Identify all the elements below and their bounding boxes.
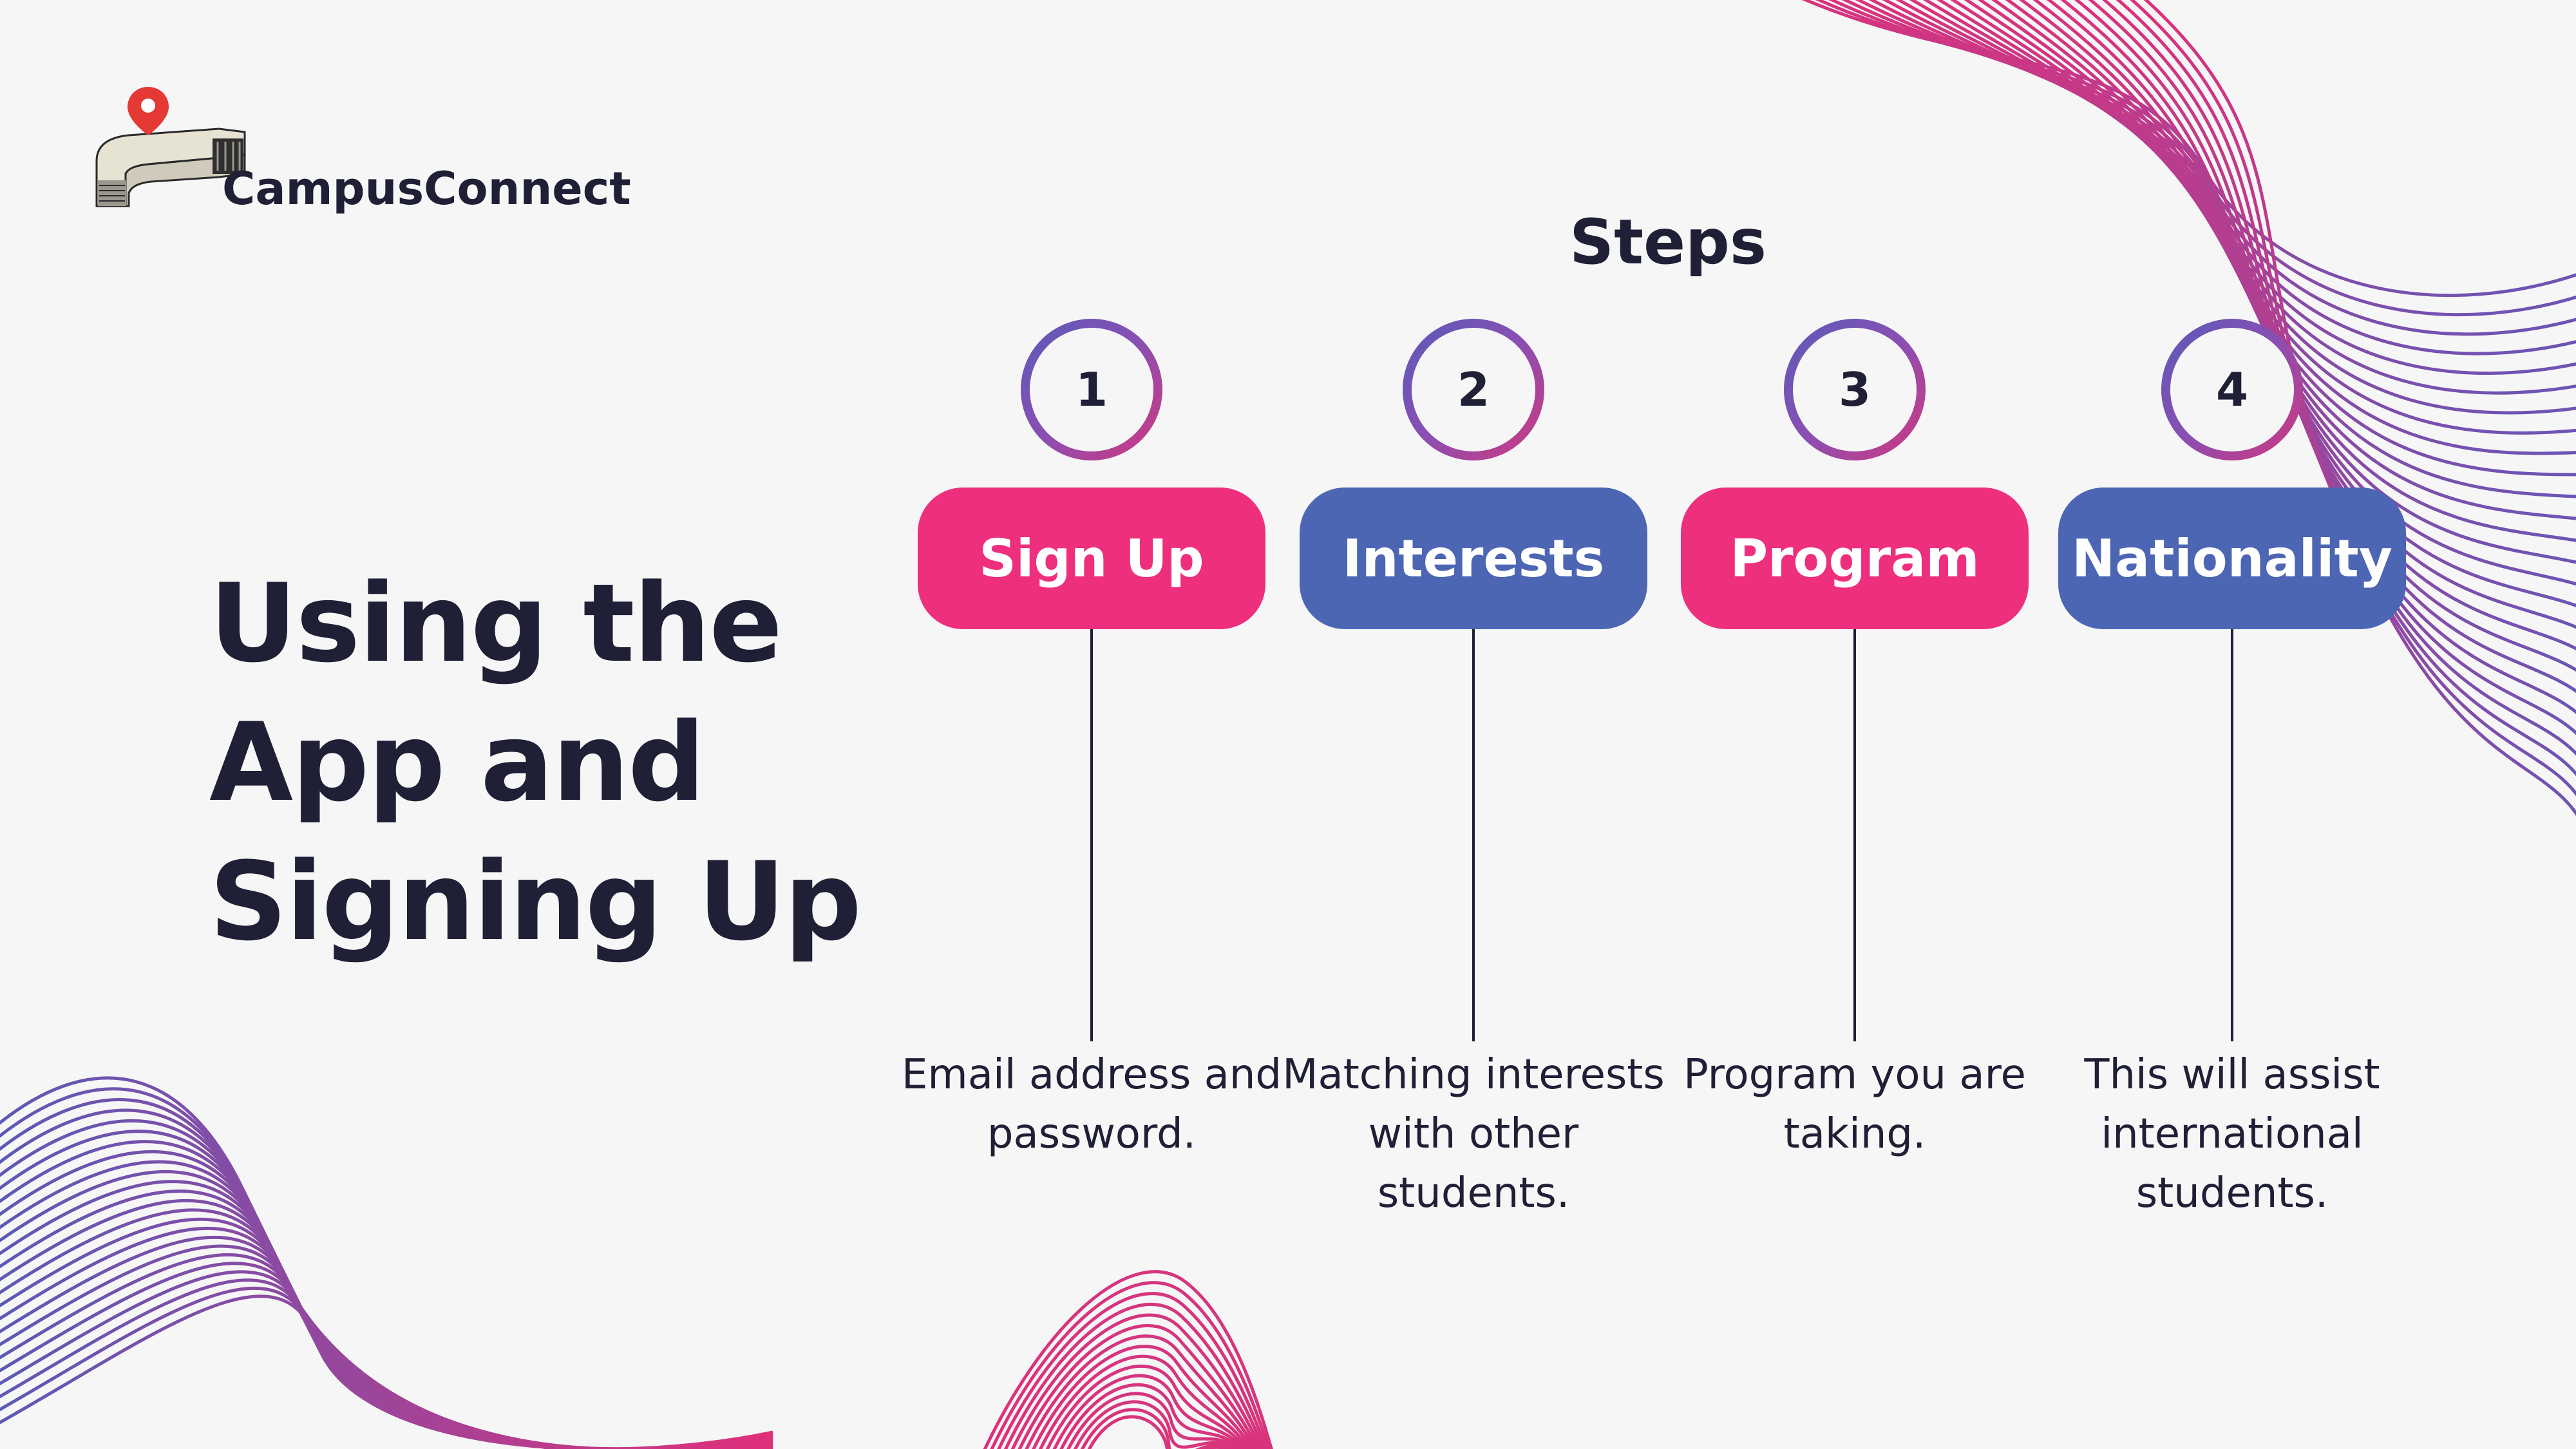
bottom-left-wave-lines <box>0 1076 773 1449</box>
wave-line <box>0 1287 773 1449</box>
step-number: 1 <box>1030 328 1153 451</box>
step-program: 3 Program Program you are taking. <box>1681 319 2029 1233</box>
brand-logo: CampusConnect <box>90 84 631 225</box>
wave-line <box>0 1226 773 1449</box>
campus-building-pin-icon <box>95 87 246 207</box>
step-connector-line <box>1090 629 1093 1041</box>
wave-line <box>0 1270 773 1449</box>
step-sign-up: 1 Sign Up Email address and password. <box>902 319 1282 1233</box>
wave-line <box>1032 1345 1255 1449</box>
step-description: This will assist international students. <box>2084 1051 2380 1217</box>
brand-name: CampusConnect <box>222 162 631 215</box>
wave-line <box>1066 1392 1240 1449</box>
wave-line <box>1039 1354 1251 1449</box>
steps-heading: Steps <box>1569 206 1766 278</box>
step-number: 2 <box>1412 328 1535 451</box>
step-description: Email address and password. <box>901 1051 1282 1158</box>
step-number: 3 <box>1793 328 1917 451</box>
step-label-pill: Sign Up <box>918 488 1265 629</box>
wave-line <box>990 1281 1271 1449</box>
step-number-circle: 2 <box>1403 319 1544 460</box>
wave-line <box>1010 1313 1263 1449</box>
wave-line <box>1080 1408 1233 1449</box>
wave-line <box>1087 1415 1230 1449</box>
wave-line <box>997 1292 1268 1449</box>
page-title: Using the App and Signing Up <box>209 554 918 971</box>
step-number-circle: 4 <box>2161 319 2303 460</box>
step-connector-line <box>1472 629 1475 1041</box>
wave-line <box>1052 1374 1245 1449</box>
wave-line <box>0 1294 773 1449</box>
step-interests: 2 Interests Matching interests with othe… <box>1282 319 1665 1233</box>
wave-line <box>1045 1364 1249 1449</box>
bottom-center-wave-lines <box>983 1270 1273 1449</box>
step-number-circle: 3 <box>1784 319 1926 460</box>
step-label-pill: Program <box>1681 488 2029 629</box>
step-number-circle: 1 <box>1021 319 1162 460</box>
step-connector-line <box>2231 629 2233 1041</box>
page-title-line-1: Using the <box>209 560 782 687</box>
step-number: 4 <box>2170 328 2294 451</box>
page-title-line-3: Signing Up <box>209 838 862 965</box>
wave-line <box>1059 1383 1242 1449</box>
wave-line <box>0 1253 773 1449</box>
wave-line <box>1004 1303 1265 1449</box>
wave-line <box>1018 1323 1260 1449</box>
step-description: Program you are taking. <box>1683 1051 2026 1158</box>
wave-line <box>983 1270 1273 1449</box>
step-connector-line <box>1853 629 1856 1041</box>
step-nationality: 4 Nationality This will assist internati… <box>2058 319 2406 1233</box>
page-title-line-2: App and <box>209 699 705 826</box>
step-label-pill: Interests <box>1300 488 1647 629</box>
step-label-pill: Nationality <box>2058 488 2406 629</box>
step-description: Matching interests with other students. <box>1282 1051 1665 1217</box>
wave-line <box>1025 1334 1257 1449</box>
wave-line <box>2143 0 2576 817</box>
wave-line <box>1073 1400 1236 1449</box>
wave-line <box>0 1244 773 1449</box>
